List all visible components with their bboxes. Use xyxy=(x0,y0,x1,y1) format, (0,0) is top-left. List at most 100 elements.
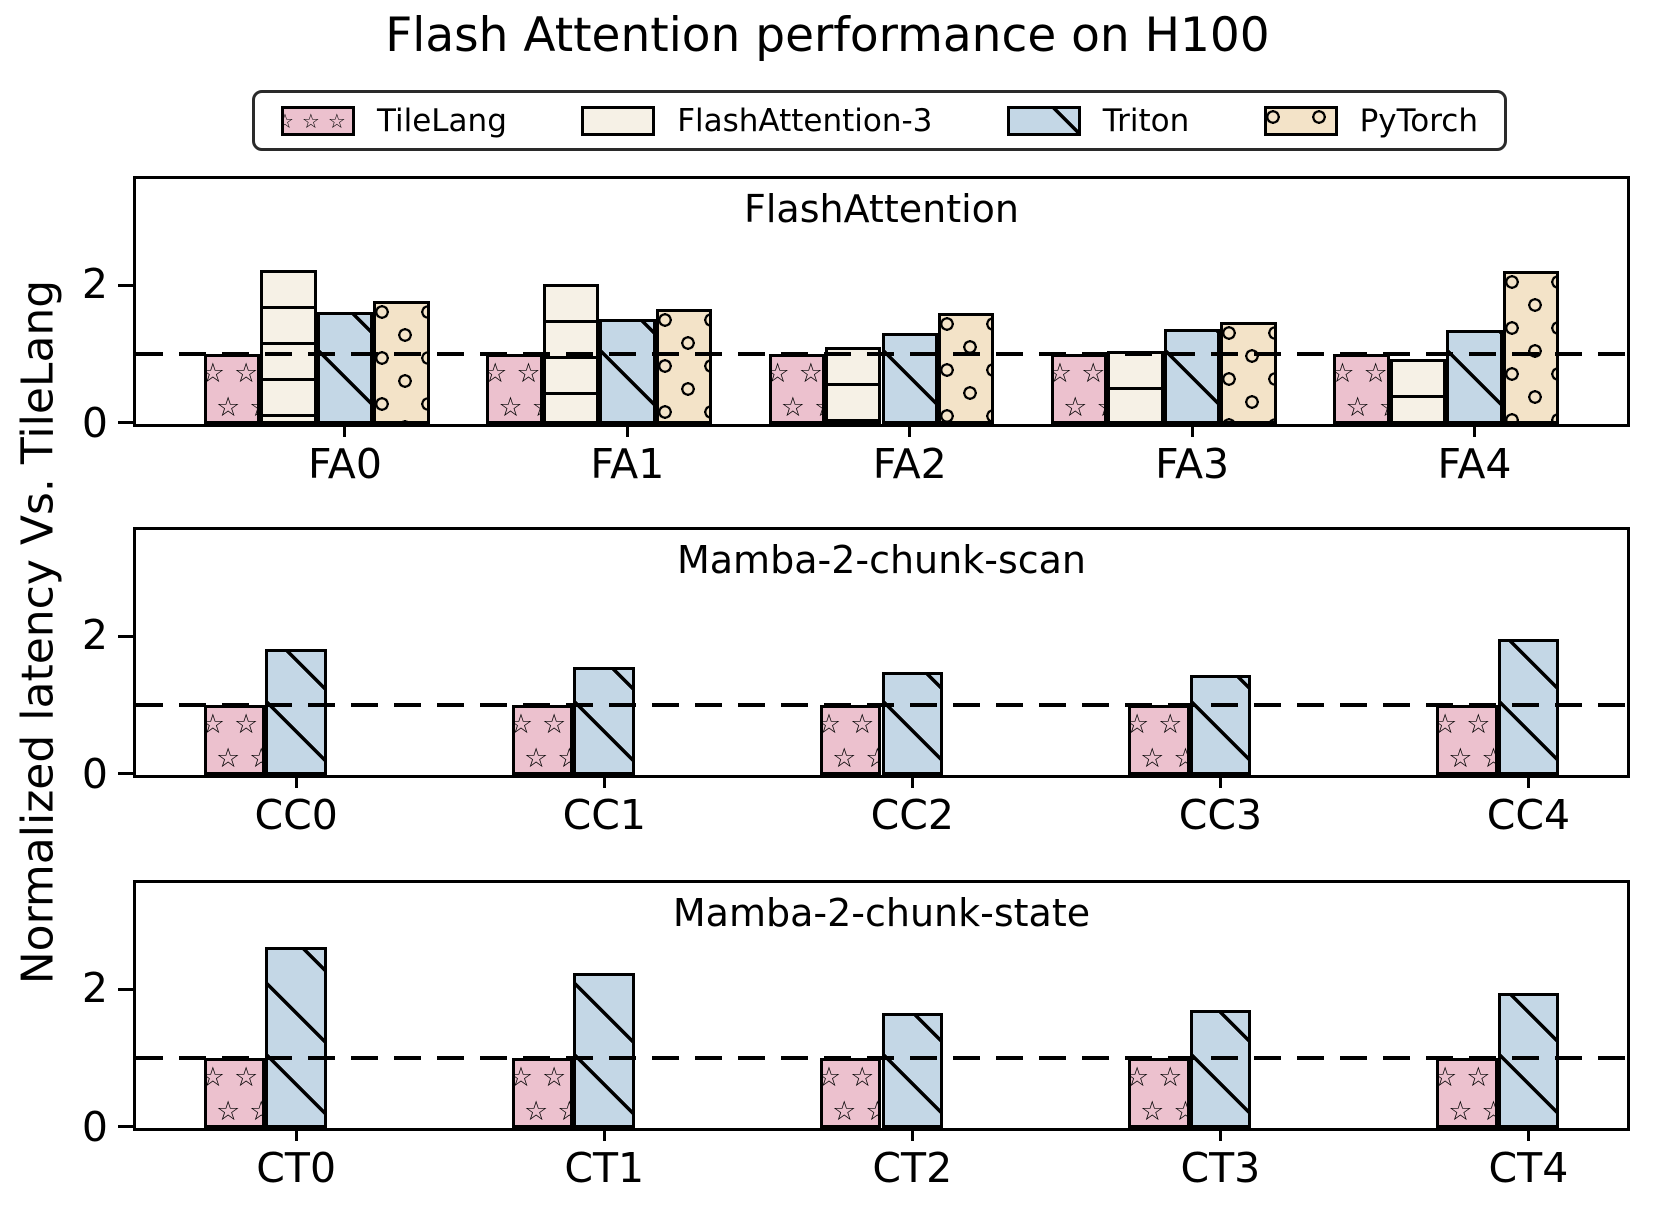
y-tick-label: 2 xyxy=(81,260,108,308)
star-hatch-icon: ☆☆☆☆☆ xyxy=(819,709,882,740)
star-hatch-icon: ☆☆☆☆☆ xyxy=(1127,709,1190,740)
panel-title: Mamba-2-chunk-scan xyxy=(676,538,1087,582)
x-tick-label: CT4 xyxy=(1488,1144,1569,1192)
triton-bar xyxy=(881,333,938,424)
x-tick-label: CT0 xyxy=(256,1144,337,1192)
star-hatch-icon: ☆☆☆☆☆ xyxy=(486,358,539,389)
x-tick-mark xyxy=(910,1128,914,1141)
star-hatch-icon: ☆☆☆☆☆ xyxy=(768,358,822,389)
x-tick-label: FA2 xyxy=(872,440,947,488)
triton-bar xyxy=(599,319,656,424)
y-tick-mark xyxy=(118,284,133,287)
star-hatch-icon: ☆☆☆☆☆ xyxy=(1333,358,1386,389)
tilelang-bar: ☆☆☆☆☆☆☆☆☆☆☆☆☆☆☆☆☆☆☆☆ xyxy=(203,354,261,424)
y-tick-mark xyxy=(118,635,133,638)
flashattention-3-bar xyxy=(1389,358,1447,424)
y-tick-label: 2 xyxy=(81,964,108,1012)
pytorch-bar xyxy=(937,313,995,424)
pytorch-bar xyxy=(1220,321,1277,424)
panel-mamba-2-chunk-state: Mamba-2-chunk-state ☆☆☆☆☆☆☆☆☆☆☆☆☆☆☆☆☆☆☆☆… xyxy=(82,880,1630,1192)
triton-bar xyxy=(265,947,327,1128)
star-hatch-icon: ☆☆☆☆☆ xyxy=(772,392,822,423)
baseline-dashed-line xyxy=(136,1056,1627,1060)
x-tick-mark xyxy=(625,424,629,437)
star-hatch-icon: ☆☆☆☆☆ xyxy=(1436,1062,1498,1093)
triton-bar xyxy=(1497,992,1560,1128)
x-tick-label: FA3 xyxy=(1155,440,1230,488)
tilelang-bar: ☆☆☆☆☆☆☆☆☆☆☆☆☆☆☆☆☆☆☆☆ xyxy=(511,705,574,775)
x-tick-label: FA1 xyxy=(590,440,665,488)
star-hatch-icon: ☆☆☆☆☆ xyxy=(1127,1062,1190,1093)
star-hatch-icon: ☆☆☆☆☆ xyxy=(511,1062,574,1093)
star-hatch-icon: ☆☆☆☆☆ xyxy=(823,743,879,774)
legend: ☆☆☆ TileLang FlashAttention-3 Triton PyT… xyxy=(252,90,1507,151)
legend-item-flashattention-3: FlashAttention-3 xyxy=(581,103,932,139)
legend-label: TileLang xyxy=(377,102,507,139)
triton-bar xyxy=(573,666,636,775)
x-tick-mark xyxy=(602,775,606,788)
triton-bar xyxy=(1446,330,1503,424)
tilelang-bar: ☆☆☆☆☆☆☆☆☆☆☆☆☆☆☆☆☆☆☆☆ xyxy=(819,705,882,775)
figure-title: Flash Attention performance on H100 xyxy=(385,8,1270,63)
pytorch-bar xyxy=(373,300,430,424)
tilelang-bar: ☆☆☆☆☆☆☆☆☆☆☆☆☆☆☆☆☆☆☆☆ xyxy=(1127,1058,1190,1128)
legend-item-tilelang: ☆☆☆ TileLang xyxy=(281,103,507,139)
star-hatch-icon: ☆☆☆☆☆ xyxy=(511,709,574,740)
x-tick-mark xyxy=(343,424,347,437)
y-tick-mark xyxy=(118,1125,133,1128)
x-tick-label: FA4 xyxy=(1437,440,1512,488)
tilelang-bar: ☆☆☆☆☆☆☆☆☆☆☆☆☆☆☆☆☆☆☆☆ xyxy=(1436,705,1498,775)
tilelang-bar: ☆☆☆☆☆☆☆☆☆☆☆☆☆☆☆☆☆☆☆☆ xyxy=(1050,354,1108,424)
x-tick-mark xyxy=(908,424,912,437)
star-hatch-icon: ☆☆☆☆☆ xyxy=(203,358,257,389)
x-tick-label: CC4 xyxy=(1486,791,1571,839)
y-axis-label: Normalized latency Vs. TileLang xyxy=(12,279,64,985)
legend-item-triton: Triton xyxy=(1006,103,1189,139)
star-hatch-icon: ☆☆☆☆☆ xyxy=(1436,709,1498,740)
star-hatch-icon: ☆☆☆☆☆ xyxy=(1131,1096,1187,1127)
x-tick-mark xyxy=(1473,424,1476,437)
panel-title: Mamba-2-chunk-state xyxy=(672,891,1091,935)
triton-bar xyxy=(316,312,374,424)
star-hatch-icon: ☆☆☆☆☆ xyxy=(489,392,539,423)
y-tick-mark xyxy=(118,421,133,424)
x-tick-mark xyxy=(1190,424,1194,437)
y-tick-label: 0 xyxy=(81,1103,108,1151)
panel-mamba-2-chunk-scan: Mamba-2-chunk-scan ☆☆☆☆☆☆☆☆☆☆☆☆☆☆☆☆☆☆☆☆C… xyxy=(82,527,1630,839)
star-hatch-icon: ☆☆☆☆☆ xyxy=(1131,743,1187,774)
pytorch-bar xyxy=(1502,271,1560,424)
star-hatch-icon: ☆☆☆ xyxy=(281,108,354,133)
y-tick-label: 0 xyxy=(81,399,108,447)
flashattention-3-bar xyxy=(1107,351,1164,424)
tilelang-bar: ☆☆☆☆☆☆☆☆☆☆☆☆☆☆☆☆☆☆☆☆ xyxy=(486,354,543,424)
star-hatch-icon: ☆☆☆☆☆ xyxy=(203,709,266,740)
x-tick-label: FA0 xyxy=(307,440,382,488)
tilelang-bar: ☆☆☆☆☆☆☆☆☆☆☆☆☆☆☆☆☆☆☆☆ xyxy=(1333,354,1390,424)
pytorch-bar xyxy=(655,308,713,424)
baseline-dashed-line xyxy=(136,352,1627,356)
star-hatch-icon: ☆☆☆☆☆ xyxy=(1439,743,1495,774)
triton-bar xyxy=(573,972,636,1128)
triton-bar xyxy=(881,672,944,775)
triton-bar xyxy=(1189,674,1252,775)
star-hatch-icon: ☆☆☆☆☆ xyxy=(515,1096,571,1127)
x-tick-label: CT1 xyxy=(564,1144,645,1192)
star-hatch-icon: ☆☆☆☆☆ xyxy=(207,1096,263,1127)
x-tick-mark xyxy=(1526,775,1530,788)
y-tick-label: 2 xyxy=(81,611,108,659)
x-tick-label: CC2 xyxy=(870,791,954,839)
x-tick-label: CT2 xyxy=(872,1144,953,1192)
star-hatch-icon: ☆☆☆☆☆ xyxy=(1054,392,1104,423)
y-tick-mark xyxy=(118,988,133,991)
triton-bar xyxy=(265,649,327,775)
star-hatch-icon: ☆☆☆☆☆ xyxy=(1050,358,1104,389)
star-hatch-icon: ☆☆☆☆☆ xyxy=(203,1062,266,1093)
x-tick-mark xyxy=(602,1128,606,1141)
legend-label: PyTorch xyxy=(1359,102,1478,139)
triton-bar xyxy=(1497,639,1560,775)
triton-bar xyxy=(881,1012,944,1128)
star-hatch-icon: ☆☆☆☆☆ xyxy=(823,1096,879,1127)
baseline-dashed-line xyxy=(136,703,1627,707)
x-tick-label: CT3 xyxy=(1180,1144,1261,1192)
tilelang-bar: ☆☆☆☆☆☆☆☆☆☆☆☆☆☆☆☆☆☆☆☆ xyxy=(768,354,825,424)
